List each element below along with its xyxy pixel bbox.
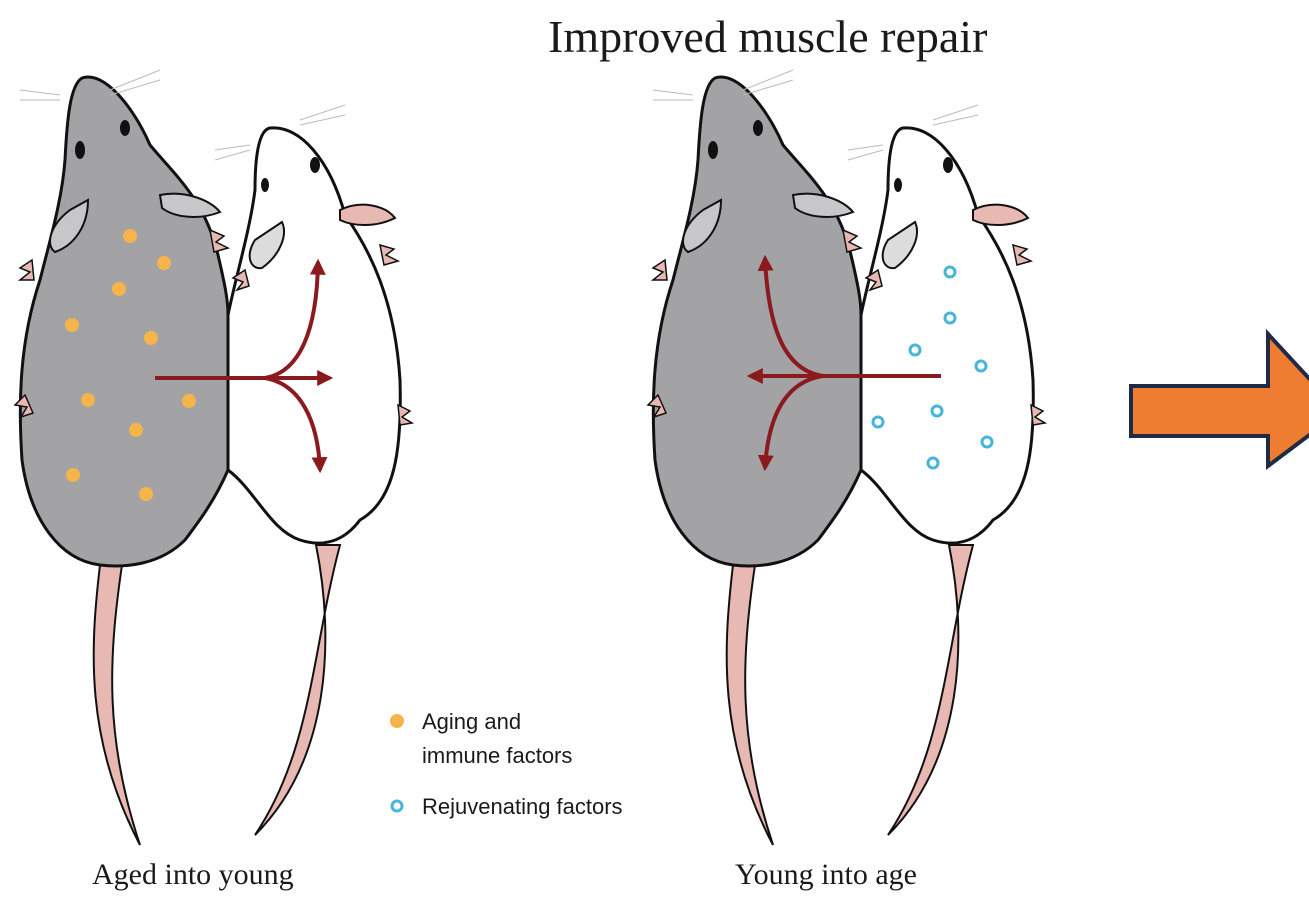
aged-mouse-body <box>20 77 228 566</box>
aging-factor-dot <box>182 394 196 408</box>
aging-factor-dot <box>112 282 126 296</box>
young-mouse-tail <box>888 545 973 835</box>
legend-aging-line1: Aging and <box>422 709 521 734</box>
legend: Aging and immune factors Rejuvenating fa… <box>390 709 623 819</box>
legend-aging-line2: immune factors <box>422 743 572 768</box>
right-arrow-icon <box>1131 334 1309 466</box>
young-mouse-eye <box>261 178 269 192</box>
caption-young-into-age: Young into age <box>735 858 917 892</box>
young-mouse-body <box>228 128 400 543</box>
aged-mouse-eye <box>120 120 130 136</box>
aged-mouse-eye <box>708 141 718 159</box>
aging-factor-dot <box>129 423 143 437</box>
young-mouse-tail <box>255 545 340 835</box>
aging-factor-dot <box>81 393 95 407</box>
young-mouse-ear <box>340 205 395 225</box>
aged-mouse-tail <box>94 565 140 845</box>
aging-factor-dot <box>65 318 79 332</box>
young-mouse-eye <box>894 178 902 192</box>
rejuvenating-factor-legend-swatch <box>392 801 402 811</box>
young-mouse-eye <box>310 157 320 173</box>
aged-mouse-body <box>653 77 861 566</box>
aging-factor-dot <box>144 331 158 345</box>
legend-rejuvenating: Rejuvenating factors <box>422 794 623 819</box>
aging-factor-legend-swatch <box>390 714 404 728</box>
aging-factor-dot <box>66 468 80 482</box>
young-mouse-body <box>861 128 1033 543</box>
caption-aged-into-young: Aged into young <box>92 858 294 892</box>
aging-factor-dot <box>123 229 137 243</box>
right-panel <box>648 70 1045 845</box>
aged-mouse-tail <box>727 565 773 845</box>
aged-mouse-eye <box>75 141 85 159</box>
aging-factor-dot <box>139 487 153 501</box>
left-panel <box>15 70 412 845</box>
aging-factor-dot <box>157 256 171 270</box>
aged-mouse-eye <box>753 120 763 136</box>
young-mouse-ear <box>973 205 1028 225</box>
young-mouse-eye <box>943 157 953 173</box>
